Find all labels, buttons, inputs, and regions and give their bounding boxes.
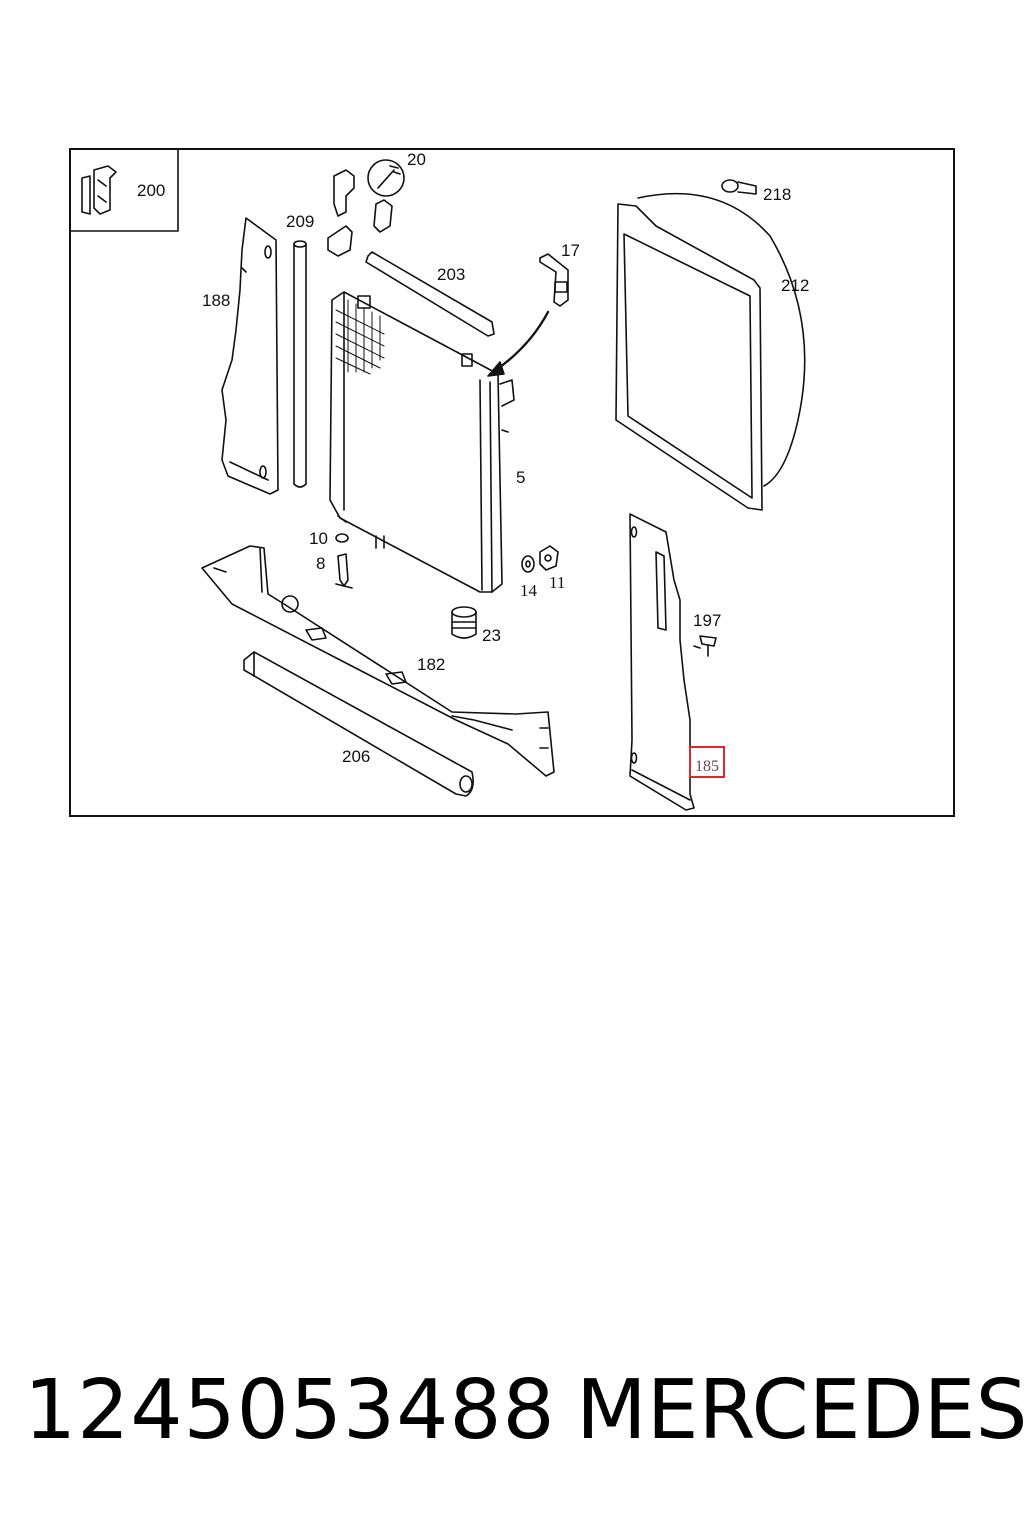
callout-20[interactable]: 20 <box>407 150 426 169</box>
callout-188[interactable]: 188 <box>202 291 231 310</box>
arrow <box>487 310 550 377</box>
brand-name: MERCEDES <box>576 1363 1024 1458</box>
callout-5[interactable]: 5 <box>516 468 526 487</box>
part-20-clips <box>327 159 405 257</box>
part-197-screw <box>693 635 717 657</box>
part-182-crossmember <box>201 545 555 777</box>
callout-212[interactable]: 212 <box>781 276 810 295</box>
callout-182[interactable]: 182 <box>417 655 446 674</box>
part-206-strip <box>243 651 474 797</box>
part-185-right-panel <box>629 513 695 811</box>
callout-197[interactable]: 197 <box>693 611 722 630</box>
part-212-shroud <box>615 192 806 511</box>
callout-200[interactable]: 200 <box>137 181 166 200</box>
part-number: 1245053488 <box>24 1363 556 1458</box>
callout-185-highlighted[interactable]: 185 <box>695 758 719 775</box>
highlight-box-185 <box>689 746 725 778</box>
part-23-grommet <box>451 606 477 639</box>
part-14-washer <box>521 555 535 573</box>
callout-10[interactable]: 10 <box>309 529 328 548</box>
part-218-clip <box>721 179 757 195</box>
callout-209[interactable]: 209 <box>286 212 315 231</box>
callout-23[interactable]: 23 <box>482 626 501 645</box>
callout-218[interactable]: 218 <box>763 185 792 204</box>
callout-17[interactable]: 17 <box>561 241 580 260</box>
part-10-washer <box>335 515 349 543</box>
callout-8[interactable]: 8 <box>316 554 326 573</box>
clip-200-inset <box>69 148 179 232</box>
part-188-left-panel <box>221 217 279 495</box>
callout-14[interactable]: 14 <box>520 581 537 600</box>
callout-203[interactable]: 203 <box>437 265 466 284</box>
part-8-pin <box>335 553 353 589</box>
part-209-rod <box>293 240 307 488</box>
part-17-fitting <box>539 253 569 307</box>
part-11-nut <box>539 545 559 571</box>
callout-11[interactable]: 11 <box>549 573 566 592</box>
part-5-radiator <box>329 291 515 593</box>
callout-206[interactable]: 206 <box>342 747 371 766</box>
part-203-strip <box>365 251 495 337</box>
parts-diagram-frame <box>69 148 955 817</box>
